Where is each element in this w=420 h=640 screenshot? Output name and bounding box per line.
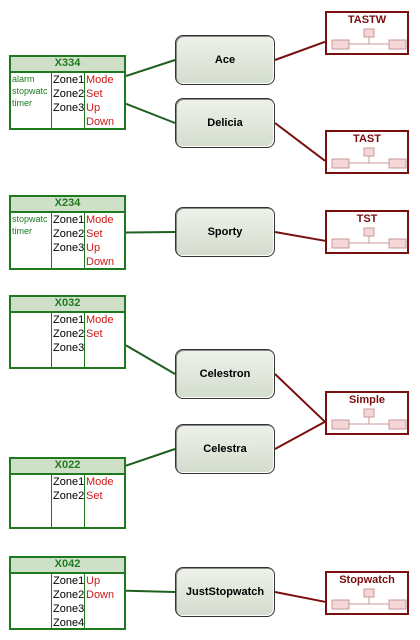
button-label: Set: [86, 490, 103, 502]
display-title: TAST: [353, 133, 381, 145]
button-column: Mode Set: [85, 475, 124, 527]
feature-label: alarm: [12, 74, 35, 84]
zone-label: Zone1: [53, 74, 85, 86]
zone-column: Zone1 Zone2 Zone3: [52, 213, 85, 268]
display-title: TST: [356, 213, 378, 225]
feature-column: [11, 574, 52, 628]
zone-column: Zone1 Zone2 Zone3 Zone4: [52, 574, 85, 629]
connector-hardware-model: [125, 344, 176, 375]
display-schematic-icon: [331, 147, 407, 169]
hardware-title: X042: [11, 558, 124, 574]
zone-label: Zone2: [53, 328, 85, 340]
model-node-delicia[interactable]: Delicia: [175, 98, 275, 148]
button-label: Up: [86, 242, 101, 254]
button-label: Mode: [86, 214, 114, 226]
zone-label: Zone3: [53, 342, 85, 354]
connector-model-display: [274, 591, 326, 603]
hardware-box-x022[interactable]: X022 Zone1 Zone2 Mode Set: [9, 457, 126, 529]
zone-label: Zone1: [53, 575, 85, 587]
hardware-title: X022: [11, 459, 124, 475]
button-label: Down: [86, 256, 115, 268]
button-label: Up: [86, 102, 101, 114]
feature-label: stopwatc: [12, 214, 48, 224]
hardware-title: X334: [11, 57, 124, 73]
model-node-celestron[interactable]: Celestron: [175, 349, 275, 399]
connector-hardware-model: [125, 59, 176, 77]
button-label: Down: [86, 589, 115, 601]
feature-label: timer: [12, 98, 32, 108]
connector-model-display: [274, 40, 326, 61]
model-node-ace[interactable]: Ace: [175, 35, 275, 85]
hardware-box-x334[interactable]: X334 alarm stopwatc timer Zone1 Zone2 Zo…: [9, 55, 126, 130]
connector-model-display: [274, 373, 326, 423]
feature-column: stopwatc timer: [11, 213, 52, 268]
connector-model-display: [274, 231, 326, 242]
display-title: Stopwatch: [339, 574, 395, 586]
feature-label: stopwatc: [12, 86, 48, 96]
zone-label: Zone1: [53, 214, 85, 226]
button-label: Set: [86, 328, 103, 340]
button-column: Up Down: [85, 574, 124, 628]
model-node-celestra[interactable]: Celestra: [175, 424, 275, 474]
connector-hardware-model: [125, 231, 176, 234]
feature-column: [11, 475, 52, 527]
button-label: Set: [86, 88, 103, 100]
zone-label: Zone3: [53, 603, 85, 615]
display-schematic-icon: [331, 28, 407, 50]
display-title: Simple: [348, 394, 386, 406]
display-schematic-icon: [331, 227, 407, 249]
feature-column: alarm stopwatc timer: [11, 73, 52, 128]
model-node-sporty[interactable]: Sporty: [175, 207, 275, 257]
button-label: Down: [86, 116, 115, 128]
zone-column: Zone1 Zone2 Zone3: [52, 73, 85, 128]
zone-label: Zone3: [53, 102, 85, 114]
zone-label: Zone1: [53, 314, 85, 326]
button-column: Mode Set Up Down: [85, 73, 124, 128]
hardware-title: X234: [11, 197, 124, 213]
button-label: Mode: [86, 74, 114, 86]
display-box-tst[interactable]: TST: [325, 210, 409, 254]
model-node-juststopwatch[interactable]: JustStopwatch: [175, 567, 275, 617]
zone-label: Zone3: [53, 242, 85, 254]
hardware-box-x042[interactable]: X042 Zone1 Zone2 Zone3 Zone4 Up Down: [9, 556, 126, 630]
button-column: Mode Set: [85, 313, 124, 367]
feature-column: [11, 313, 52, 367]
button-label: Mode: [86, 476, 114, 488]
display-box-tast[interactable]: TAST: [325, 130, 409, 174]
button-label: Set: [86, 228, 103, 240]
zone-label: Zone4: [53, 617, 85, 629]
display-title: TASTW: [347, 14, 387, 26]
connector-hardware-model: [125, 589, 176, 593]
display-box-tastw[interactable]: TASTW: [325, 11, 409, 55]
connector-hardware-model: [125, 102, 176, 124]
connector-hardware-model: [125, 448, 176, 467]
zone-label: Zone1: [53, 476, 85, 488]
zone-label: Zone2: [53, 88, 85, 100]
button-label: Mode: [86, 314, 114, 326]
display-box-simple[interactable]: Simple: [325, 391, 409, 435]
hardware-box-x234[interactable]: X234 stopwatc timer Zone1 Zone2 Zone3 Mo…: [9, 195, 126, 270]
display-box-stopwatch[interactable]: Stopwatch: [325, 571, 409, 615]
zone-label: Zone2: [53, 490, 85, 502]
zone-column: Zone1 Zone2: [52, 475, 85, 527]
zone-label: Zone2: [53, 228, 85, 240]
zone-column: Zone1 Zone2 Zone3: [52, 313, 85, 367]
connector-model-display: [274, 420, 326, 450]
feature-label: timer: [12, 226, 32, 236]
button-label: Up: [86, 575, 101, 587]
zone-label: Zone2: [53, 589, 85, 601]
connector-model-display: [274, 122, 326, 162]
display-schematic-icon: [331, 588, 407, 610]
display-schematic-icon: [331, 408, 407, 430]
hardware-box-x032[interactable]: X032 Zone1 Zone2 Zone3 Mode Set: [9, 295, 126, 369]
button-column: Mode Set Up Down: [85, 213, 124, 268]
hardware-title: X032: [11, 297, 124, 313]
